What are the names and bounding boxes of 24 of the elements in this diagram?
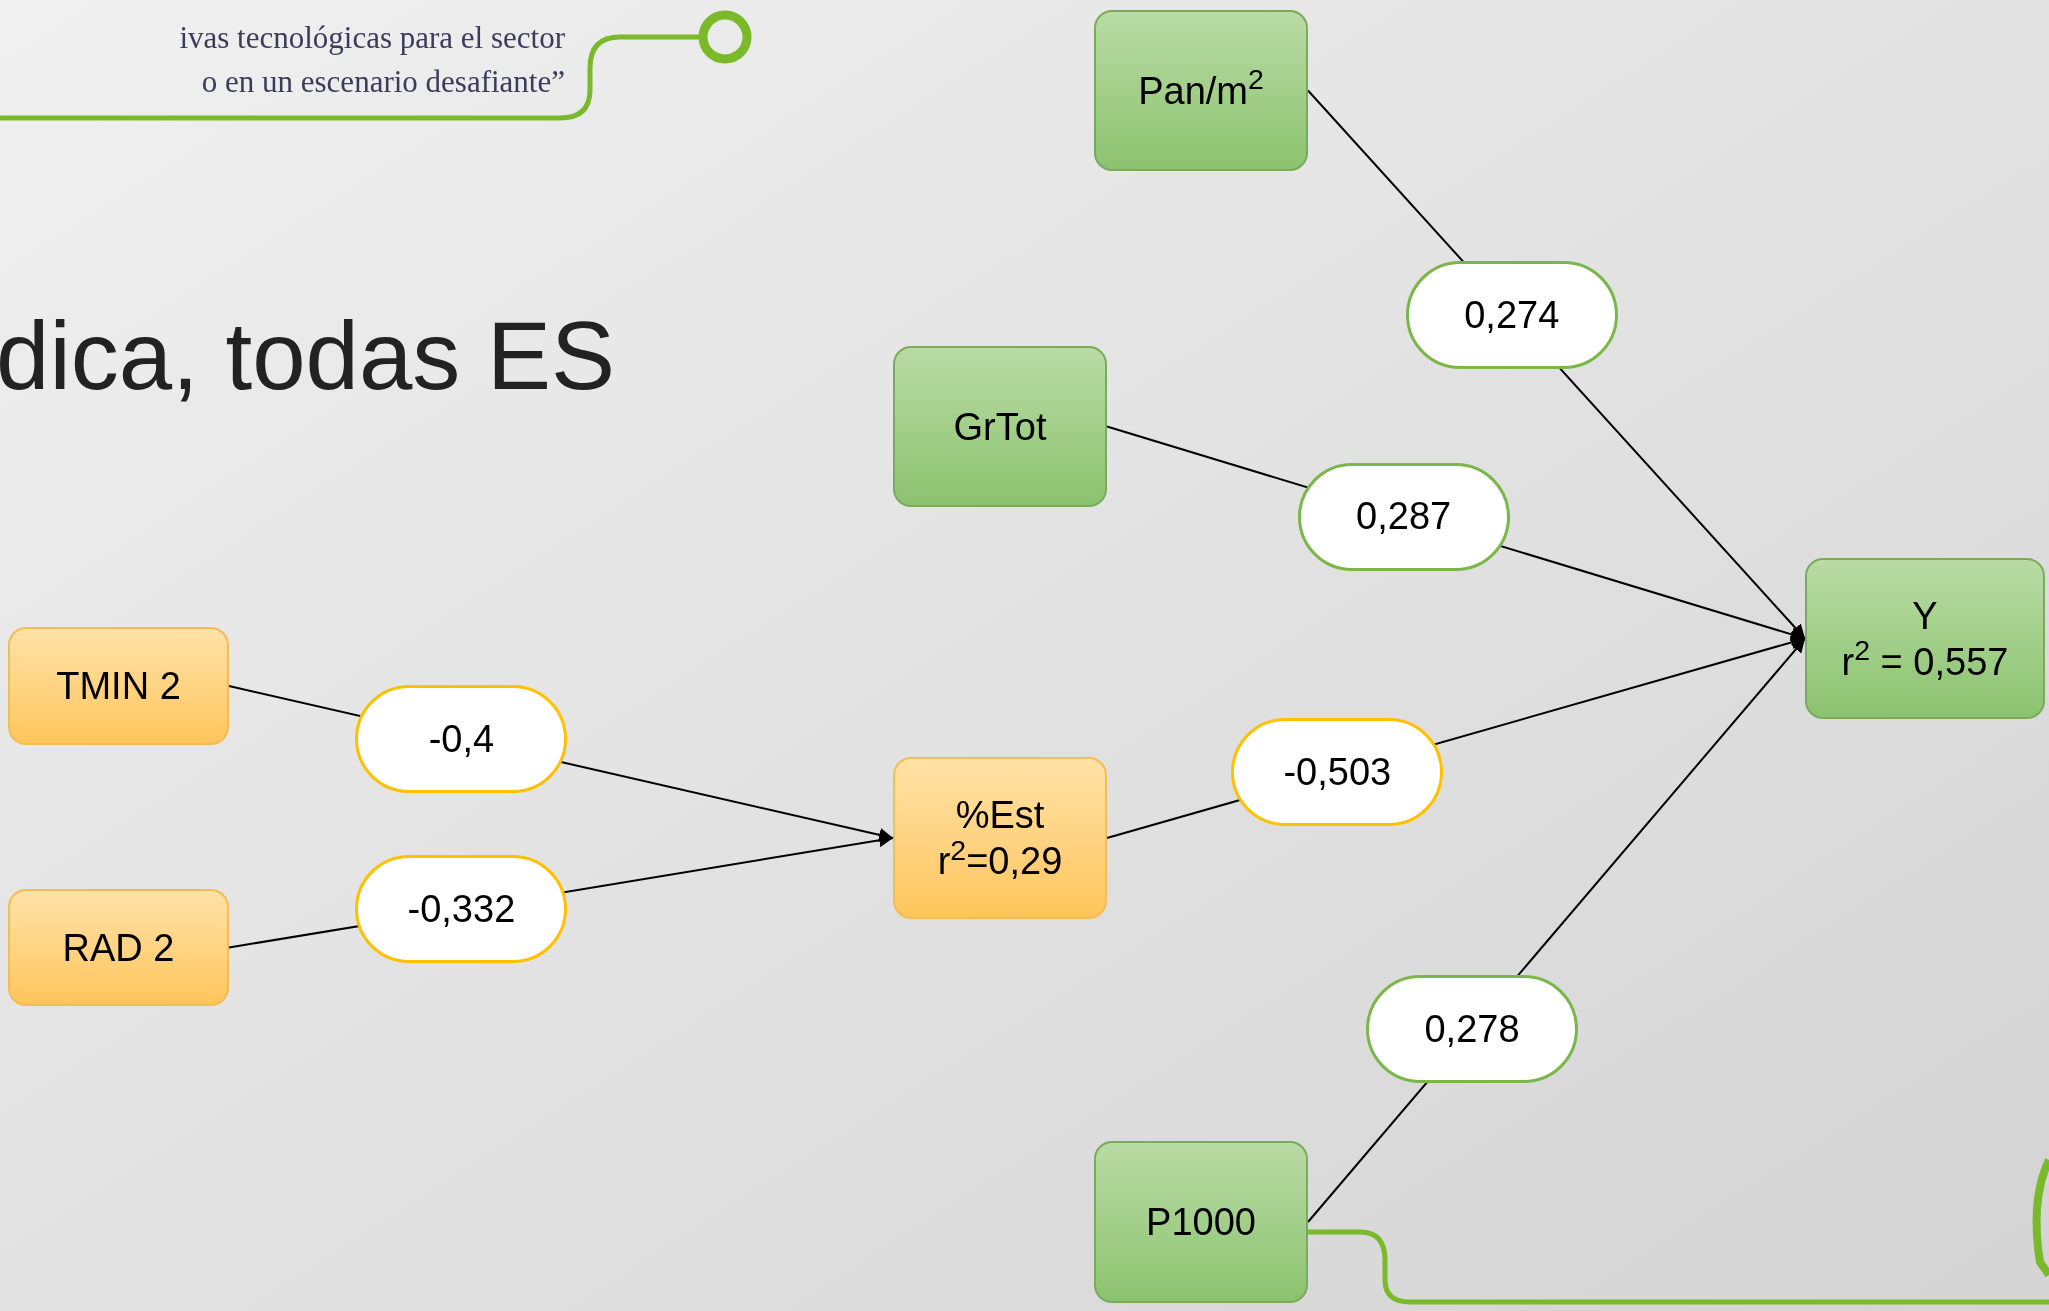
variable-box [1094, 1141, 1308, 1303]
variable-box [893, 757, 1107, 919]
variable-name: Y [1912, 593, 1938, 639]
variable-name: r$^{2}$ = 0,557 [1841, 638, 2009, 685]
variable-name: GrTot [953, 404, 1047, 450]
edge-label: -0,332 [355, 855, 568, 964]
variable-box [893, 346, 1107, 507]
variable-name: r$^{2}$=0,29 [937, 838, 1063, 884]
variable-box [8, 889, 229, 1006]
variable-name: TMIN 2 [56, 664, 181, 709]
edge-label: 0,278 [1366, 975, 1578, 1084]
edge-label: 0,274 [1405, 261, 1618, 370]
edge-label: -0,4 [355, 685, 568, 794]
variable-box [1094, 10, 1308, 171]
header-text: o en un escenario desafiante” [201, 63, 565, 101]
variable-name: P1000 [1146, 1200, 1256, 1245]
edge-label: 0,287 [1297, 462, 1510, 571]
variable-box [1805, 558, 2045, 719]
header-text: ivas tecnológicas para el sector [179, 19, 565, 57]
variable-name: Pan/m$^{2}$ [1138, 67, 1264, 114]
variable-name: %Est [955, 793, 1045, 838]
variable-name: RAD 2 [62, 925, 175, 971]
edge-label: -0,503 [1231, 718, 1444, 827]
variable-box [8, 627, 229, 745]
